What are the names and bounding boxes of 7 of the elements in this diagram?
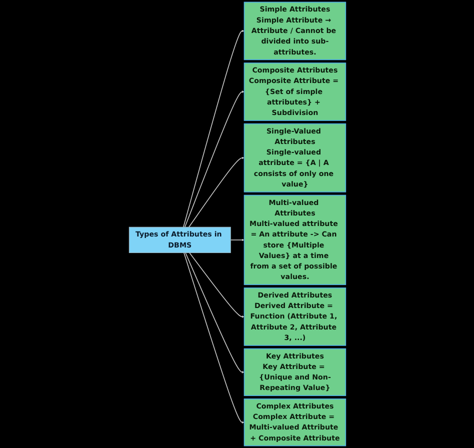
arrow bbox=[230, 238, 244, 242]
arrow bbox=[184, 252, 244, 374]
arrow bbox=[182, 30, 244, 228]
arrow bbox=[183, 252, 244, 424]
arrow bbox=[184, 90, 244, 228]
arrow bbox=[188, 252, 244, 318]
arrow bbox=[188, 156, 244, 228]
